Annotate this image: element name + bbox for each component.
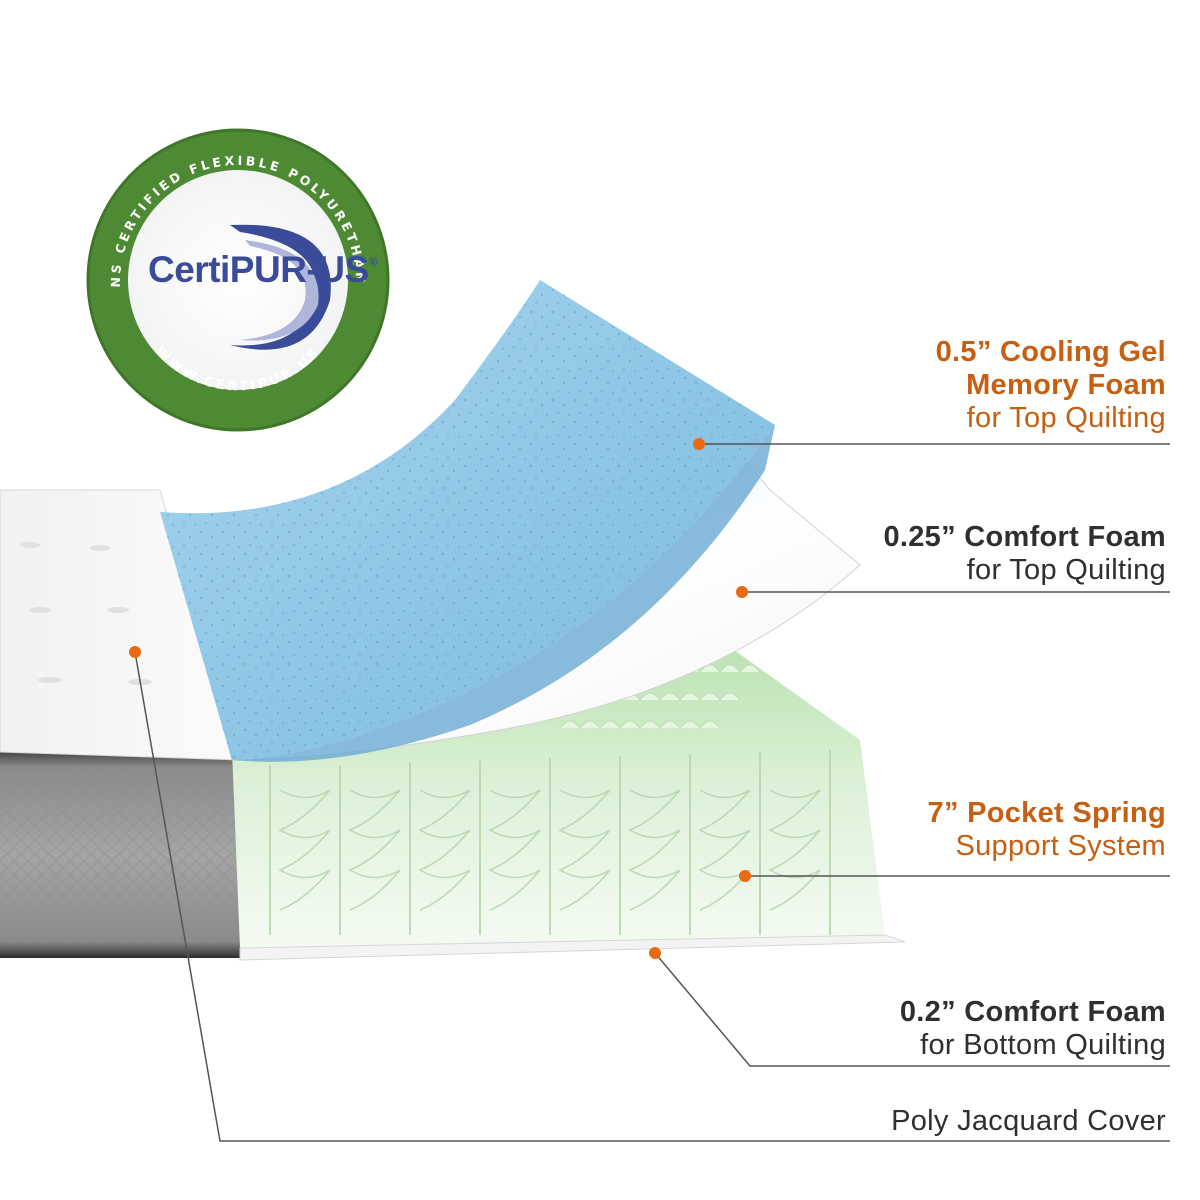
label-comfort-foam-top: 0.25” Comfort Foam for Top Quilting	[883, 521, 1166, 587]
callout-dot-spring	[739, 870, 751, 882]
leader-line-cover	[134, 651, 1170, 1142]
label-comfort-foam-bottom-line1: 0.2” Comfort Foam	[899, 996, 1166, 1028]
label-cooling-gel-line2: Memory Foam	[966, 369, 1166, 401]
badge-swoosh-graphic	[230, 224, 331, 350]
label-cooling-gel-line1: 0.5” Cooling Gel	[935, 336, 1166, 368]
label-comfort-foam-bottom: 0.2” Comfort Foam for Bottom Quilting	[900, 996, 1166, 1062]
callout-dot-cover	[129, 646, 141, 658]
label-pocket-spring-line1: 7” Pocket Spring	[927, 797, 1166, 829]
label-jacquard-cover-text: Poly Jacquard Cover	[891, 1105, 1166, 1137]
label-comfort-foam-top-sub: for Top Quilting	[966, 554, 1166, 586]
bottom-comfort-foam-sheet	[239, 934, 906, 961]
label-cooling-gel: 0.5” Cooling Gel Memory Foam for Top Qui…	[936, 336, 1166, 435]
label-comfort-foam-bottom-sub: for Bottom Quilting	[920, 1029, 1166, 1061]
callout-dot-comfort-bottom	[649, 947, 661, 959]
leader-lines	[134, 443, 1170, 1142]
label-pocket-spring: 7” Pocket Spring Support System	[928, 797, 1166, 863]
callout-dot-comfort-top	[736, 586, 748, 598]
callout-dot-gel	[693, 438, 705, 450]
leader-line-comfort-bottom	[654, 952, 1170, 1067]
badge-brand-text: CertiPUR-US®	[148, 249, 378, 290]
label-jacquard-cover: Poly Jacquard Cover	[891, 1105, 1166, 1138]
callout-dots	[129, 438, 751, 959]
cooling-gel-foam-sheet	[160, 280, 775, 762]
label-comfort-foam-top-line1: 0.25” Comfort Foam	[883, 521, 1166, 553]
registered-mark: ®	[369, 255, 378, 269]
label-cooling-gel-sub: for Top Quilting	[966, 402, 1166, 434]
mattress-side-panel	[0, 750, 240, 958]
label-pocket-spring-sub: Support System	[955, 830, 1166, 862]
certipur-badge: CONTAINS CERTIFIED FLEXIBLE POLYURETHANE…	[0, 0, 390, 432]
